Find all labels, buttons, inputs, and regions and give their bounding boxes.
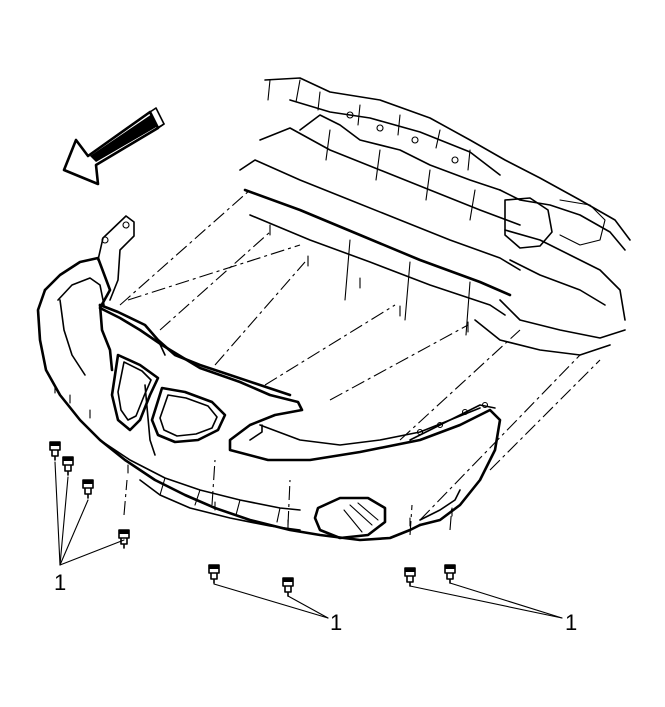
callout-label-right: 1	[565, 610, 577, 635]
fastener	[282, 577, 294, 597]
fastener	[82, 479, 94, 499]
fastener	[208, 564, 220, 584]
fastener	[444, 564, 456, 584]
fastener	[118, 529, 130, 549]
front-direction-arrow	[62, 107, 165, 186]
radiator-support-frame	[239, 77, 631, 356]
fastener	[49, 441, 61, 461]
fastener-group-right	[404, 564, 456, 587]
fastener-group-center	[208, 564, 294, 597]
fastener	[404, 567, 416, 587]
callout-leaders	[54, 461, 563, 619]
callout-label-center: 1	[330, 610, 342, 635]
fastener	[62, 456, 74, 476]
callout-label-left: 1	[54, 570, 66, 595]
fastener-group-left	[49, 441, 130, 549]
front-bumper-fascia	[36, 215, 502, 542]
alignment-lines	[119, 189, 601, 536]
